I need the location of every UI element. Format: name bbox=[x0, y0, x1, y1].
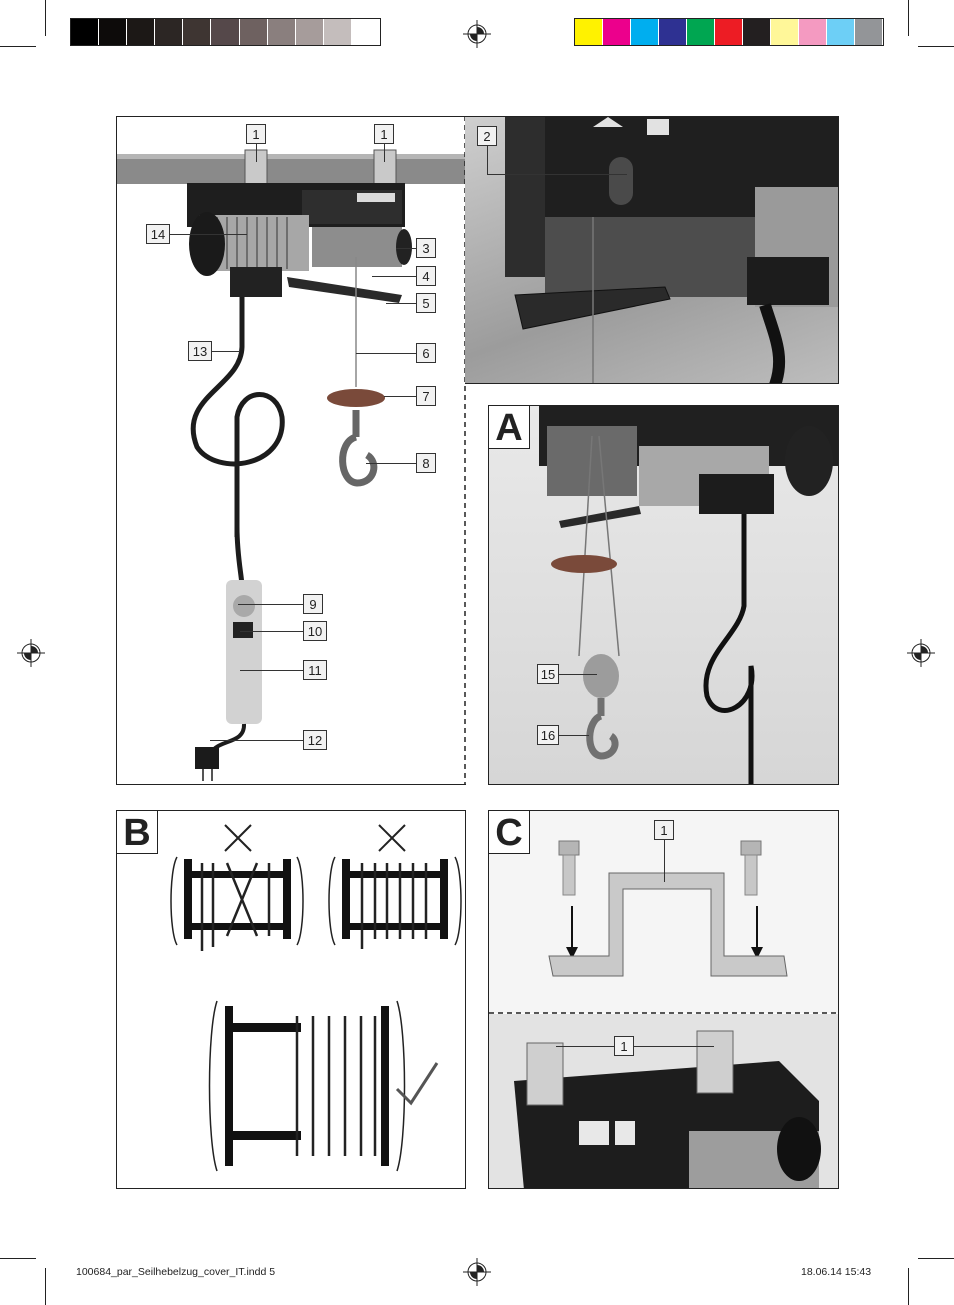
color-swatch bbox=[743, 19, 771, 45]
callout-label-1: 1 bbox=[654, 820, 674, 840]
leader-line bbox=[556, 1046, 614, 1047]
leader-line bbox=[559, 674, 597, 675]
panel-letter-b: B bbox=[116, 810, 158, 854]
gray-swatch bbox=[155, 19, 184, 45]
callout-label-16: 16 bbox=[537, 725, 559, 745]
leader-line bbox=[256, 144, 257, 162]
gray-swatch bbox=[267, 19, 296, 45]
crop-mark bbox=[908, 0, 909, 36]
color-swatch bbox=[659, 19, 687, 45]
panel-a bbox=[488, 405, 839, 785]
panel-letter-a: A bbox=[488, 405, 530, 449]
color-swatch bbox=[827, 19, 855, 45]
process-color-bar bbox=[574, 18, 884, 46]
panel-detail-2 bbox=[465, 116, 839, 384]
color-swatch bbox=[771, 19, 799, 45]
crop-mark bbox=[0, 46, 36, 47]
callout-label-13: 13 bbox=[188, 341, 212, 361]
callout-label-14: 14 bbox=[146, 224, 170, 244]
leader-line bbox=[170, 234, 247, 235]
gray-swatch bbox=[211, 19, 240, 45]
leader-line bbox=[664, 840, 665, 882]
panel-hoist-overview bbox=[116, 116, 466, 785]
panel-c bbox=[488, 810, 839, 1189]
panel-b bbox=[116, 810, 466, 1189]
leader-line bbox=[386, 303, 416, 304]
leader-line bbox=[384, 144, 385, 162]
gray-swatch bbox=[351, 19, 380, 45]
leader-line bbox=[240, 631, 303, 632]
leader-line bbox=[487, 174, 627, 175]
callout-label-1: 1 bbox=[374, 124, 394, 144]
gray-swatch bbox=[323, 19, 352, 45]
color-swatch bbox=[799, 19, 827, 45]
callout-label-4: 4 bbox=[416, 266, 436, 286]
callout-label-9: 9 bbox=[303, 594, 323, 614]
gray-swatch bbox=[71, 19, 100, 45]
gray-swatch bbox=[99, 19, 128, 45]
callout-label-11: 11 bbox=[303, 660, 327, 680]
panel-c-bracket-mounting-illustration bbox=[489, 811, 838, 1188]
callout-label-10: 10 bbox=[303, 621, 327, 641]
leader-line bbox=[634, 1046, 714, 1047]
detail-2-illustration bbox=[505, 117, 838, 383]
crop-mark bbox=[918, 46, 954, 47]
callout-label-2: 2 bbox=[477, 126, 497, 146]
crop-mark bbox=[45, 0, 46, 36]
panel-letter-c: C bbox=[488, 810, 530, 854]
leader-line bbox=[372, 276, 416, 277]
leader-line bbox=[356, 353, 416, 354]
callout-label-6: 6 bbox=[416, 343, 436, 363]
color-swatch bbox=[575, 19, 603, 45]
crop-mark bbox=[0, 1258, 36, 1259]
crop-mark bbox=[908, 1268, 909, 1305]
callout-label-1: 1 bbox=[246, 124, 266, 144]
leader-line bbox=[366, 463, 416, 464]
gray-swatch bbox=[183, 19, 212, 45]
leader-line bbox=[240, 670, 303, 671]
footer-date-time: 18.06.14 15:43 bbox=[801, 1266, 872, 1278]
leader-line bbox=[487, 146, 488, 174]
color-swatch bbox=[715, 19, 743, 45]
callout-label-12: 12 bbox=[303, 730, 327, 750]
callout-label-7: 7 bbox=[416, 386, 436, 406]
leader-line bbox=[210, 740, 303, 741]
panel-b-rope-winding-illustration bbox=[170, 824, 462, 1172]
callout-label-3: 3 bbox=[416, 238, 436, 258]
leader-line bbox=[384, 396, 416, 397]
leader-line bbox=[396, 248, 416, 249]
footer-file-info: 100684_par_Seilhebelzug_cover_IT.indd 5 bbox=[76, 1266, 276, 1278]
gray-swatch bbox=[239, 19, 268, 45]
gray-scale-bar bbox=[70, 18, 381, 46]
callout-label-1: 1 bbox=[614, 1036, 634, 1056]
leader-line bbox=[559, 735, 589, 736]
callout-label-8: 8 bbox=[416, 453, 436, 473]
color-swatch bbox=[687, 19, 715, 45]
leader-line bbox=[238, 604, 303, 605]
gray-swatch bbox=[295, 19, 324, 45]
crop-mark bbox=[918, 1258, 954, 1259]
gray-swatch bbox=[127, 19, 156, 45]
leader-line bbox=[212, 351, 240, 352]
color-swatch bbox=[855, 19, 883, 45]
hoist-overview-illustration bbox=[117, 149, 466, 781]
color-swatch bbox=[603, 19, 631, 45]
callout-label-5: 5 bbox=[416, 293, 436, 313]
callout-label-15: 15 bbox=[537, 664, 559, 684]
crop-mark bbox=[45, 1268, 46, 1305]
color-swatch bbox=[631, 19, 659, 45]
panel-a-illustration bbox=[539, 406, 838, 784]
